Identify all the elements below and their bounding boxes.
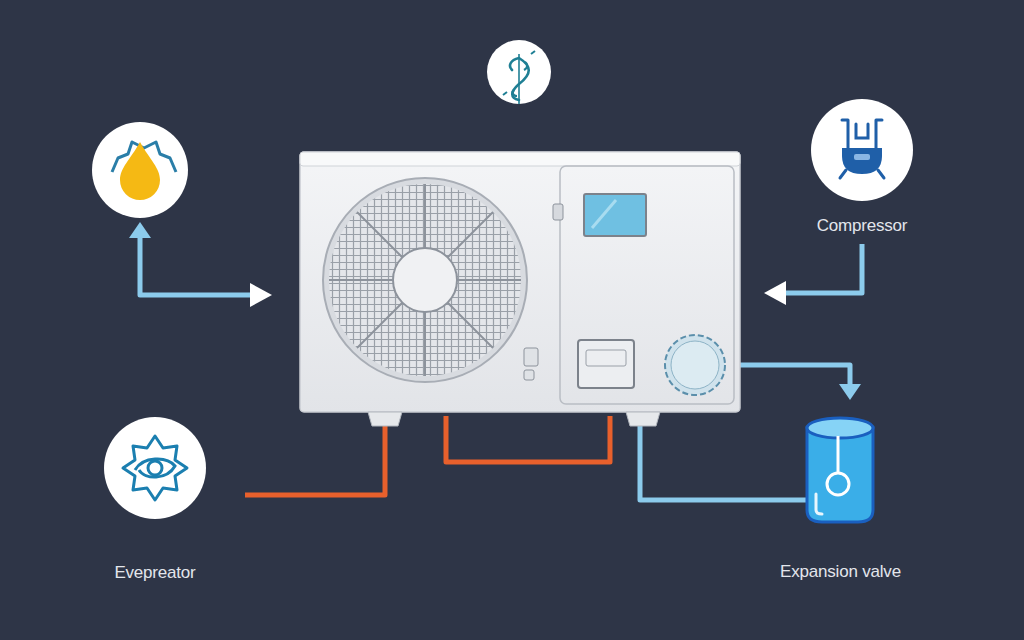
hot-pipe — [245, 416, 610, 495]
component-label: Expansion valve — [774, 561, 907, 583]
component-node: Compressor — [810, 98, 914, 239]
outdoor-unit — [300, 152, 740, 426]
cost-icon — [487, 40, 551, 104]
component-icon — [810, 98, 914, 202]
water-icon — [92, 122, 188, 218]
component-icon — [802, 414, 878, 526]
component-icon — [103, 416, 207, 520]
component-label: Evepreator — [103, 562, 207, 584]
component-label: Compressor — [810, 215, 914, 237]
component-node: Expansion valve — [774, 414, 907, 585]
component-node: Evepreator — [103, 416, 207, 586]
